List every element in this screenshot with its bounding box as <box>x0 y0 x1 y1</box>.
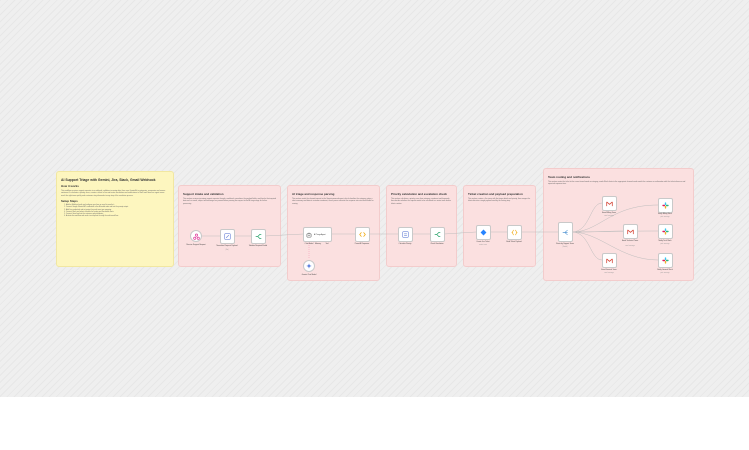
node-subtitle: post: message <box>660 244 670 245</box>
agent-title: AI Triage Agent <box>314 233 326 236</box>
node-label: Check Escalation <box>430 243 444 245</box>
pencil-icon <box>224 233 231 240</box>
normalize-set-node[interactable] <box>220 229 235 244</box>
section-title: Team routing and notifications <box>548 175 591 179</box>
setup-step: Add the Webhook path and configure your … <box>66 205 169 207</box>
section-priority-note[interactable]: Priority calculation and escalation chec… <box>386 185 457 267</box>
node-subtitle: (Switch) <box>562 247 568 248</box>
node-label: Parse AI Response <box>354 243 370 245</box>
gmail-node[interactable] <box>602 253 617 268</box>
branch-icon <box>434 232 441 237</box>
connection <box>443 231 477 235</box>
section-description: This section routes the ticket to the co… <box>548 180 686 186</box>
connection <box>571 230 659 233</box>
webhook-trigger-node[interactable] <box>190 230 202 242</box>
node-label: Notify General Slack <box>657 269 673 271</box>
gmail-node[interactable] <box>623 224 638 239</box>
gemini-icon <box>306 263 312 269</box>
validate-if-node[interactable] <box>251 229 266 244</box>
connection <box>571 204 659 233</box>
connection <box>571 202 603 233</box>
setup-step: Connect Gmail and set the customer reply… <box>66 214 169 216</box>
connection <box>571 231 603 261</box>
section-description: This section sends the cleaned request t… <box>292 197 374 205</box>
node-label: Create Jira Ticket <box>476 241 490 243</box>
gemini-model-node[interactable] <box>303 260 315 272</box>
node-label: Email General Team <box>601 269 617 271</box>
router-switch-node[interactable] <box>558 222 573 242</box>
slack-icon <box>662 202 669 209</box>
node-label: Gemini Chat Model <box>301 274 317 276</box>
section-ai-triage-note[interactable]: AI triage and response parsing This sect… <box>287 185 380 281</box>
section-title: AI triage and response parsing <box>292 192 335 196</box>
section-title: Ticket creation and payload preparation <box>468 192 523 196</box>
setup-step: Activate the workflow and send a test re… <box>66 216 169 218</box>
node-label: Notify Tech Slack <box>658 240 672 242</box>
section-description: This section creates a Jira issue with t… <box>468 197 531 203</box>
section-description: This section calculates a priority score… <box>391 197 451 205</box>
agent-port-label: Memory <box>314 243 322 245</box>
node-label: Validate Required Fields <box>248 245 268 247</box>
node-label: Normalize Request Payload <box>216 245 238 247</box>
connection-lines <box>202 202 659 261</box>
node-label: Build Ticket Payload <box>506 241 522 243</box>
code-icon <box>359 232 366 237</box>
slack-node[interactable] <box>658 253 673 268</box>
jira-icon <box>480 229 487 236</box>
node-label: Route by Support Team <box>556 243 574 245</box>
node-subtitle: post: message <box>660 217 670 218</box>
gmail-icon <box>627 229 634 234</box>
section-ticket-note[interactable]: Ticket creation and payload preparation … <box>463 185 536 267</box>
setup-steps-heading: Setup Steps <box>61 198 78 203</box>
node-subtitle: send: message <box>604 273 614 274</box>
ai-agent-node[interactable]: AI Triage Agent <box>303 227 332 242</box>
section-intake-note[interactable]: Support intake and validation This secti… <box>178 185 281 267</box>
gmail-icon <box>606 258 613 263</box>
gmail-node[interactable] <box>602 196 617 211</box>
setup-step: Connect Google Gemini API credentials in… <box>66 207 169 209</box>
jira-node[interactable] <box>476 225 491 240</box>
gmail-icon <box>606 201 613 206</box>
overview-title: AI Support Triage with Gemini, Jira, Sla… <box>61 178 156 182</box>
node-label: Receive Support Request <box>186 244 206 246</box>
setup-step: Connect Slack and select channels for ro… <box>66 212 169 214</box>
priority-code-node[interactable] <box>398 227 413 242</box>
calculator-icon <box>402 231 409 238</box>
section-title: Priority calculation and escalation chec… <box>391 192 447 196</box>
escalation-if-node[interactable] <box>430 227 445 242</box>
agent-port-label: Chat Model <box>304 243 314 245</box>
how-it-works-text: This workflow receives support requests … <box>61 190 166 197</box>
switch-icon <box>562 229 568 235</box>
slack-icon <box>662 257 669 264</box>
node-subtitle: send: message <box>625 246 635 247</box>
node-subtitle: send: message <box>604 216 614 217</box>
merge-code-node[interactable] <box>507 225 522 240</box>
section-description: This section receives incoming support r… <box>183 197 276 205</box>
parse-code-node[interactable] <box>355 227 370 242</box>
slack-node[interactable] <box>658 224 673 239</box>
overview-sticky-note[interactable]: AI Support Triage with Gemini, Jira, Sla… <box>56 171 174 267</box>
section-title: Support intake and validation <box>183 192 224 196</box>
node-label: Calculate Priority <box>398 243 412 245</box>
connection <box>264 233 304 237</box>
node-subtitle: create: issue <box>479 245 487 246</box>
slack-node[interactable] <box>658 198 673 213</box>
webhook-icon <box>192 233 200 240</box>
connection <box>571 231 659 261</box>
node-label: Notify Billing Slack <box>658 213 672 215</box>
braces-icon <box>511 229 518 236</box>
how-it-works-heading: How it works <box>61 184 79 189</box>
node-label: Email Billing Team <box>602 212 616 214</box>
branch-icon <box>255 234 262 239</box>
node-label: Email Technical Team <box>621 240 639 242</box>
setup-step: Add Jira credentials and set project key… <box>66 210 169 212</box>
robot-icon <box>306 232 312 237</box>
node-subtitle: post: message <box>660 273 670 274</box>
slack-icon <box>662 228 669 235</box>
agent-port-label: Tool <box>325 243 329 245</box>
setup-steps-list: Add the Webhook path and configure your … <box>61 205 169 219</box>
node-subtitle: (Set) <box>225 250 229 251</box>
bottom-area <box>0 397 749 450</box>
